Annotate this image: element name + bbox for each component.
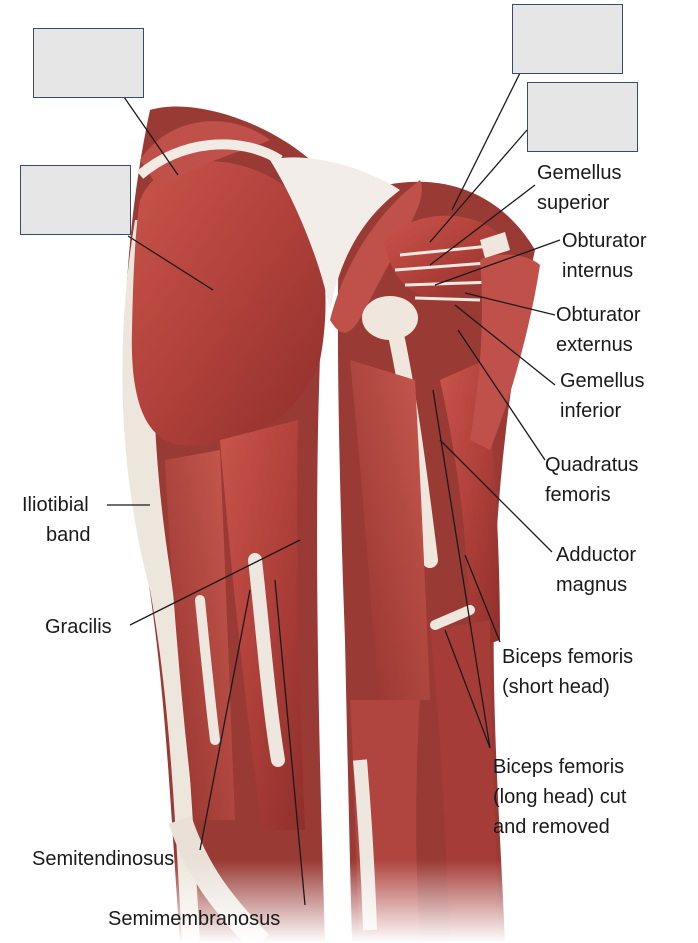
blank-label-box-2[interactable] (20, 165, 131, 235)
blank-label-box-3[interactable] (512, 4, 623, 74)
right-gluteus-cut (330, 180, 422, 333)
blank-label-box-4[interactable] (527, 82, 638, 152)
blank-label-box-1[interactable] (33, 28, 144, 98)
gluteus-medius (140, 121, 270, 190)
label-biceps-short-head: Biceps femoris(short head) (502, 646, 634, 698)
label-semitendinosus: Semitendinosus (32, 848, 175, 870)
label-semimembranosus: Semimembranosus (108, 908, 281, 930)
gluteus-maximus (131, 161, 326, 446)
adductor-magnus-shape (350, 360, 430, 700)
biceps-long-cut (470, 254, 540, 450)
deep-rotators (385, 215, 505, 300)
label-gracilis: Gracilis (45, 616, 112, 638)
